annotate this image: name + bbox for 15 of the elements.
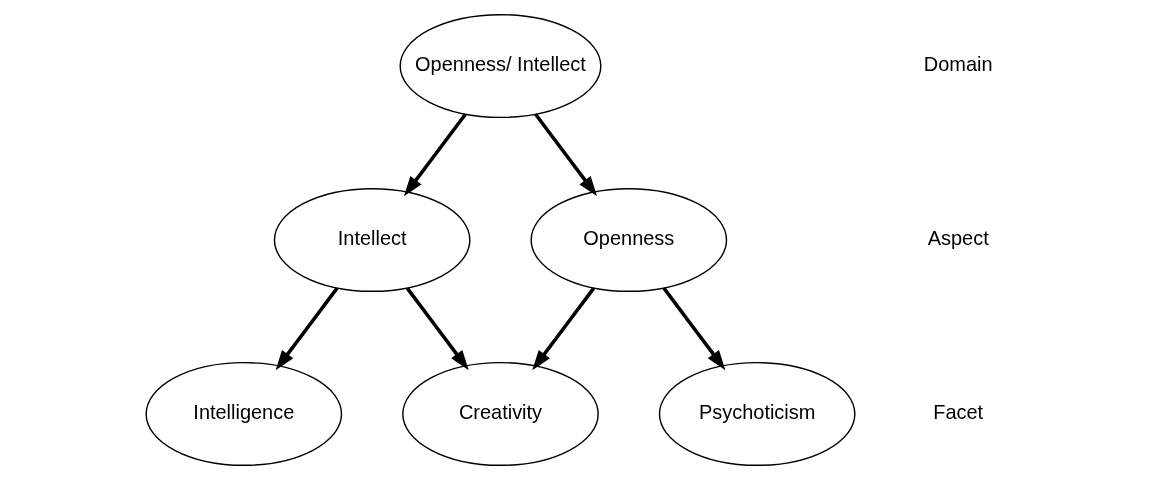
label: Domain bbox=[923, 52, 993, 75]
arrow bbox=[275, 286, 339, 370]
arrow bbox=[534, 112, 598, 196]
node-ellipse: Creativity bbox=[402, 361, 599, 466]
arrow bbox=[532, 286, 596, 370]
node-ellipse: Psychoticism bbox=[658, 361, 856, 466]
arrow bbox=[662, 286, 726, 370]
label: Facet bbox=[933, 400, 984, 423]
node-ellipse: Intellect bbox=[273, 187, 471, 292]
label: Aspect bbox=[927, 226, 989, 249]
node-ellipse: Intelligence bbox=[145, 361, 343, 466]
node-ellipse: Openness bbox=[530, 187, 728, 292]
node-ellipse: Openness/ Intellect bbox=[399, 13, 602, 118]
arrow bbox=[405, 286, 469, 370]
arrow bbox=[403, 112, 467, 196]
